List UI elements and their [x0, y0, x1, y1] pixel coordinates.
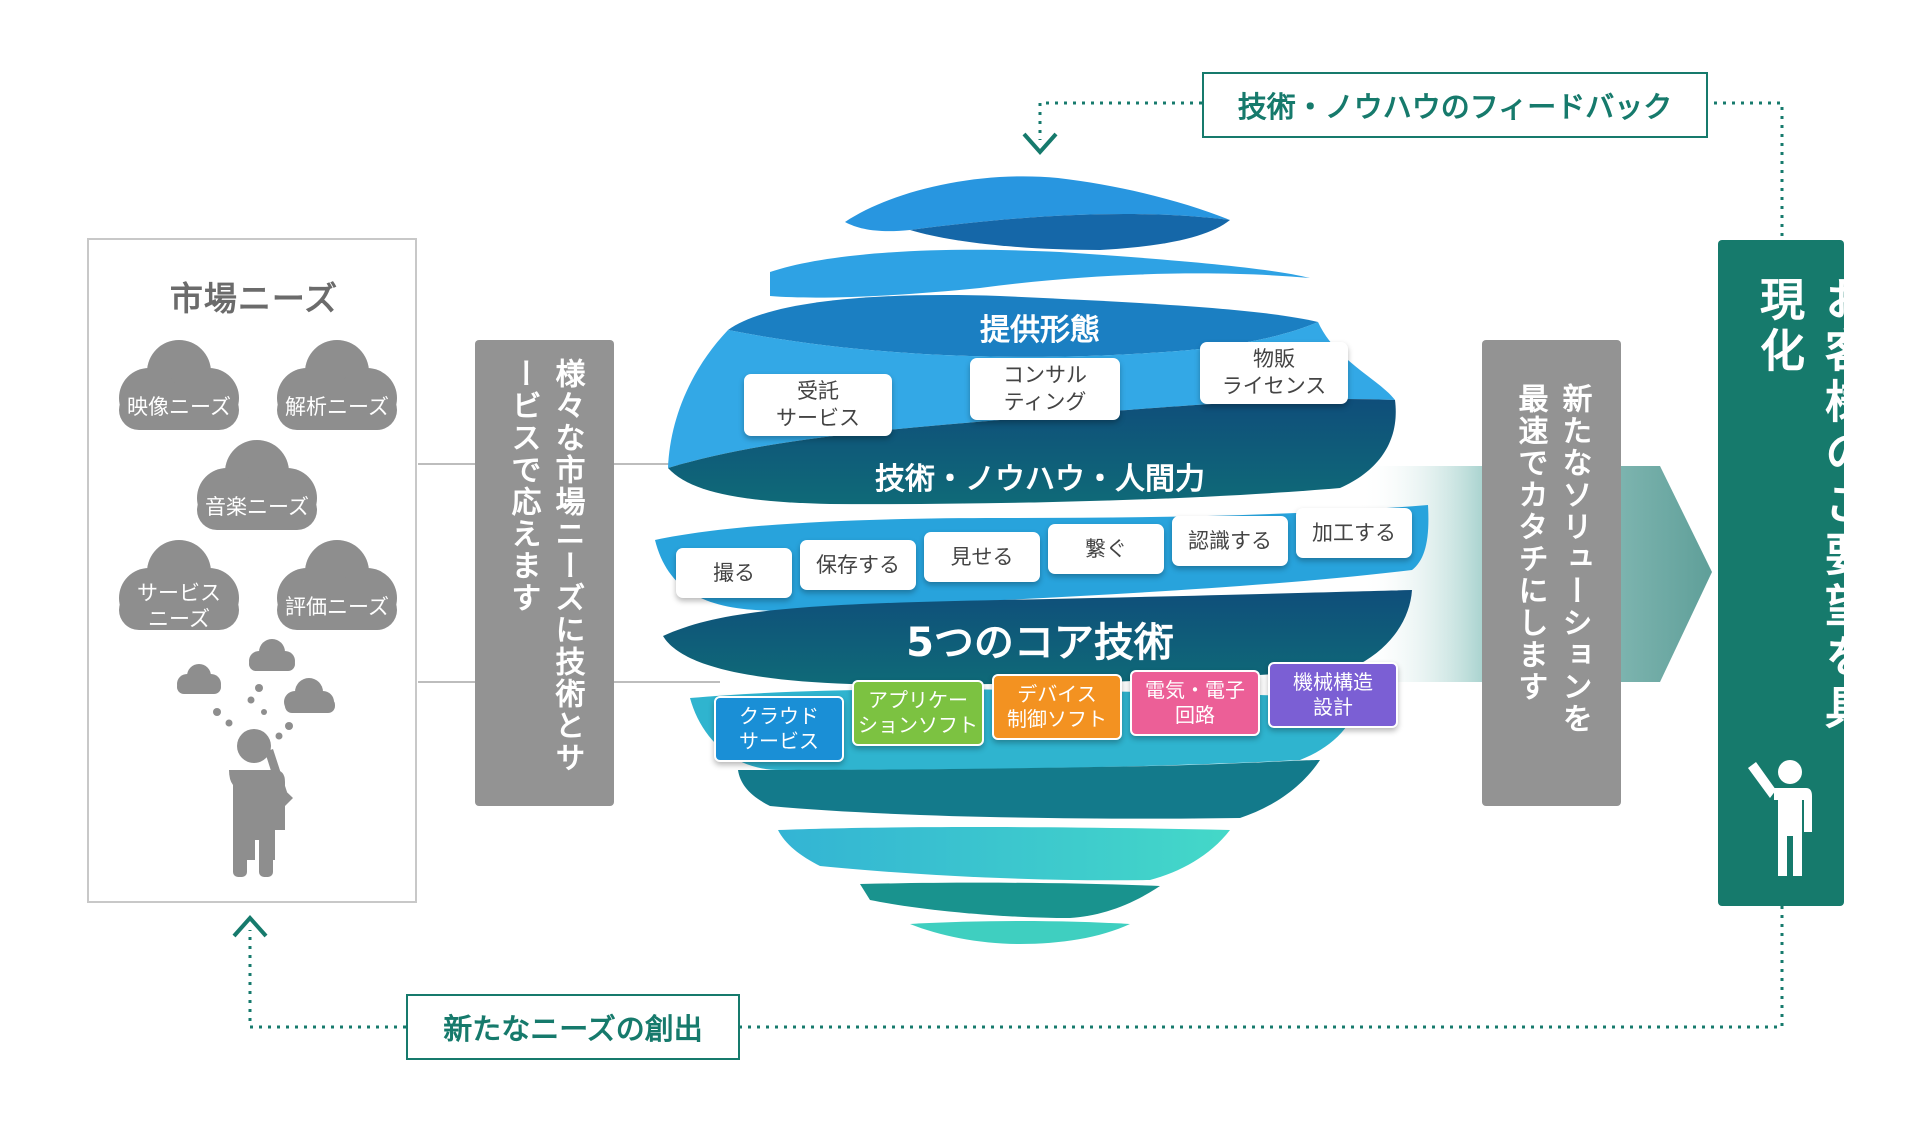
knowhow-title: 技術・ノウハウ・人間力	[875, 462, 1205, 497]
action-item: 撮る	[676, 548, 792, 598]
need-label: 解析ニーズ	[285, 395, 389, 419]
delivery-item: 物販 ライセンス	[1200, 342, 1348, 404]
feedback-top-label: 技術・ノウハウのフィードバック	[1202, 72, 1708, 138]
customer-box: お客様のご要望を具現化	[1718, 240, 1870, 906]
left-message-text: 様々な市場ニーズに技術とサービスで応えます	[505, 358, 585, 774]
delivery-item: コンサル ティング	[970, 358, 1120, 420]
thinking-person-icon	[229, 729, 293, 877]
action-item: 認識する	[1172, 516, 1288, 566]
core-tech-card: アプリケー ションソフト	[852, 680, 984, 746]
market-needs-panel: 市場ニーズ	[87, 238, 417, 903]
core-tech-card: クラウド サービス	[714, 696, 844, 762]
delivery-item: 受託 サービス	[744, 374, 892, 436]
core-tech-card: 電気・電子 回路	[1130, 670, 1260, 736]
action-item: 繋ぐ	[1048, 524, 1164, 574]
thought-bubble-icon	[177, 639, 335, 740]
action-item: 加工する	[1296, 508, 1412, 558]
cloud-icon	[277, 540, 397, 630]
person-raising-hand-icon	[1748, 760, 1812, 876]
market-needs-title: 市場ニーズ	[169, 279, 339, 318]
cloud-icon	[197, 440, 317, 530]
need-label: 映像ニーズ	[127, 395, 231, 419]
top-feedback-dotted-line	[1038, 101, 1784, 245]
need-label: 音楽ニーズ	[205, 495, 309, 519]
cloud-icon	[119, 340, 239, 430]
need-label: サービス ニーズ	[137, 581, 221, 631]
need-clouds	[119, 340, 397, 877]
bottom-feedback-arrowhead	[232, 914, 268, 938]
delivery-title: 提供形態	[980, 313, 1100, 348]
action-item: 保存する	[800, 540, 916, 590]
left-message-box: 様々な市場ニーズに技術とサービスで応えます	[475, 340, 614, 806]
cloud-icon	[277, 340, 397, 430]
right-message-box: 新たなソリューションを最速でカタチにします	[1482, 340, 1621, 806]
action-item: 見せる	[924, 532, 1040, 582]
core-tech-card: デバイス 制御ソフト	[992, 674, 1122, 740]
core-tech-card: 機械構造 設計	[1268, 662, 1398, 728]
right-message-text: 新たなソリューションを最速でカタチにします	[1512, 383, 1592, 735]
core-title: 5つのコア技術	[906, 620, 1174, 666]
feedback-bottom-label: 新たなニーズの創出	[406, 994, 740, 1060]
cloud-icon	[119, 540, 239, 630]
top-feedback-arrowhead	[1022, 132, 1058, 156]
need-label: 評価ニーズ	[285, 595, 389, 619]
customer-message-text: お客様のご要望を具現化	[1752, 276, 1870, 735]
bottom-feedback-dotted-line	[248, 906, 1784, 1029]
